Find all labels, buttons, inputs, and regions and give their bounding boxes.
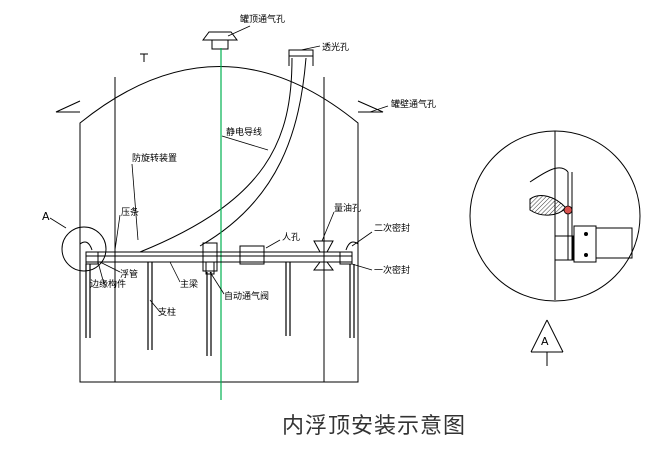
detail-a-circle bbox=[61, 226, 107, 272]
label-edge-member: 边缘构件 bbox=[90, 278, 126, 290]
label-detail-a: A bbox=[42, 210, 50, 223]
label-support-column: 支柱 bbox=[158, 306, 176, 318]
roof-nozzle-left bbox=[140, 53, 148, 62]
view-a-marker: A bbox=[530, 319, 564, 366]
label-tank-top-vent: 罐顶通气孔 bbox=[240, 13, 285, 25]
detail-a-view bbox=[469, 130, 641, 302]
leader-lines bbox=[49, 25, 389, 313]
label-first-seal: 一次密封 bbox=[374, 264, 410, 276]
label-anti-rotation: 防旋转装置 bbox=[132, 152, 177, 164]
static-wire bbox=[139, 57, 293, 253]
static-wire-2 bbox=[199, 57, 307, 247]
tank-top-vent bbox=[202, 31, 238, 50]
light-hole bbox=[288, 49, 314, 66]
label-gauge-hole: 量油孔 bbox=[334, 202, 361, 214]
label-detail-a-marker: A bbox=[541, 335, 549, 348]
label-wall-vent: 罐壁通气孔 bbox=[391, 98, 436, 110]
floating-deck bbox=[85, 240, 353, 275]
label-light-hole: 透光孔 bbox=[322, 41, 349, 53]
label-main-beam: 主梁 bbox=[180, 278, 198, 290]
label-manhole: 人孔 bbox=[282, 232, 300, 243]
label-static-wire: 静电导线 bbox=[226, 126, 262, 138]
label-float-tube: 浮管 bbox=[120, 268, 138, 280]
wall-vent-left bbox=[55, 100, 81, 113]
label-press-bar: 压条 bbox=[121, 206, 139, 218]
diagram-title: 内浮顶安装示意图 bbox=[282, 414, 466, 439]
label-second-seal: 二次密封 bbox=[374, 222, 410, 234]
tank-body bbox=[79, 66, 359, 383]
wall-vent-right bbox=[357, 100, 384, 113]
support-columns bbox=[85, 262, 355, 356]
label-auto-vent-valve: 自动通气阀 bbox=[224, 290, 269, 302]
